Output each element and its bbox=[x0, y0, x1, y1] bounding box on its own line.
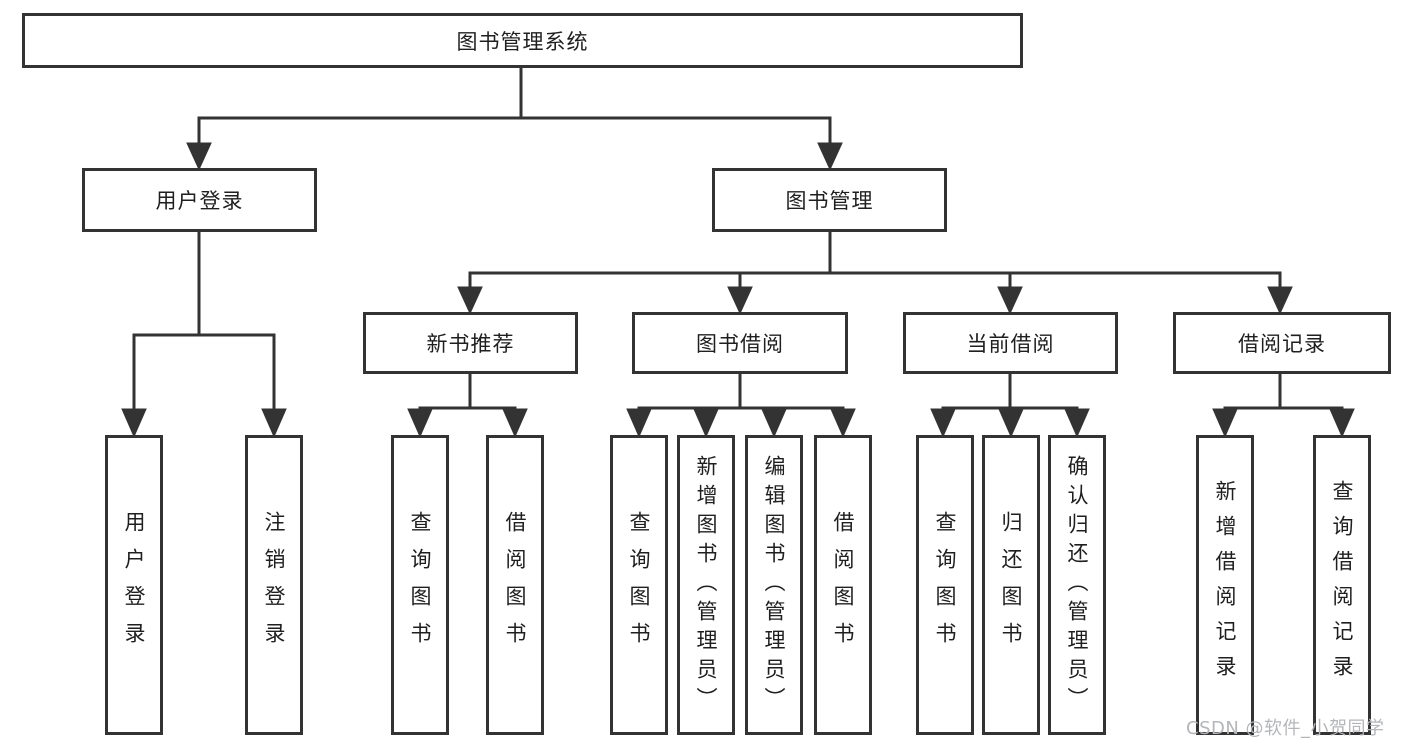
node-leaf-cb-query-books-label: 查询图书 bbox=[933, 511, 957, 659]
node-leaf-cb-return-books-label: 归还图书 bbox=[999, 511, 1023, 659]
node-leaf-nbr-query-books: 查询图书 bbox=[391, 435, 449, 735]
node-leaf-bb-query-books: 查询图书 bbox=[610, 435, 668, 735]
node-leaf-logout: 注销登录 bbox=[245, 435, 303, 735]
node-user-login: 用户登录 bbox=[82, 168, 317, 232]
node-leaf-nbr-borrow-books: 借阅图书 bbox=[486, 435, 544, 735]
node-book-borrow-label: 图书借阅 bbox=[696, 332, 784, 356]
node-leaf-br-add-record-label: 新增借阅记录 bbox=[1213, 480, 1237, 690]
node-book-borrow: 图书借阅 bbox=[632, 312, 848, 374]
node-leaf-bb-edit-books-admin: 编辑图书（管理员） bbox=[745, 435, 803, 735]
node-leaf-bb-add-books-admin-label: 新增图书（管理员） bbox=[694, 454, 718, 716]
node-leaf-user-login: 用户登录 bbox=[105, 435, 163, 735]
node-leaf-br-add-record: 新增借阅记录 bbox=[1196, 435, 1254, 735]
node-leaf-cb-confirm-return-admin: 确认归还（管理员） bbox=[1048, 435, 1106, 735]
node-leaf-bb-edit-books-admin-label: 编辑图书（管理员） bbox=[762, 454, 786, 716]
node-library-system: 图书管理系统 bbox=[22, 13, 1023, 68]
node-leaf-bb-add-books-admin: 新增图书（管理员） bbox=[677, 435, 735, 735]
node-book-management: 图书管理 bbox=[712, 168, 947, 232]
node-leaf-cb-query-books: 查询图书 bbox=[916, 435, 974, 735]
node-library-system-label: 图书管理系统 bbox=[456, 29, 589, 54]
node-leaf-logout-label: 注销登录 bbox=[262, 511, 286, 659]
node-borrow-records-label: 借阅记录 bbox=[1238, 332, 1326, 356]
node-user-login-label: 用户登录 bbox=[155, 189, 244, 213]
node-leaf-nbr-query-books-label: 查询图书 bbox=[408, 511, 432, 659]
node-current-borrow-label: 当前借阅 bbox=[966, 332, 1055, 356]
node-borrow-records: 借阅记录 bbox=[1173, 312, 1391, 374]
node-leaf-user-login-label: 用户登录 bbox=[122, 511, 146, 659]
node-new-book-recommend: 新书推荐 bbox=[363, 312, 578, 374]
node-book-management-label: 图书管理 bbox=[785, 189, 874, 213]
csdn-watermark: CSDN @软件_小贺同学 bbox=[1186, 718, 1385, 739]
node-leaf-br-query-record: 查询借阅记录 bbox=[1313, 435, 1371, 735]
node-leaf-cb-return-books: 归还图书 bbox=[982, 435, 1040, 735]
node-leaf-cb-confirm-return-admin-label: 确认归还（管理员） bbox=[1065, 454, 1089, 716]
node-current-borrow: 当前借阅 bbox=[903, 312, 1118, 374]
node-leaf-br-query-record-label: 查询借阅记录 bbox=[1330, 480, 1354, 690]
node-leaf-nbr-borrow-books-label: 借阅图书 bbox=[503, 511, 527, 659]
node-new-book-recommend-label: 新书推荐 bbox=[426, 332, 515, 356]
node-leaf-bb-borrow-books-label: 借阅图书 bbox=[831, 511, 855, 659]
node-leaf-bb-borrow-books: 借阅图书 bbox=[814, 435, 872, 735]
node-leaf-bb-query-books-label: 查询图书 bbox=[627, 511, 651, 659]
